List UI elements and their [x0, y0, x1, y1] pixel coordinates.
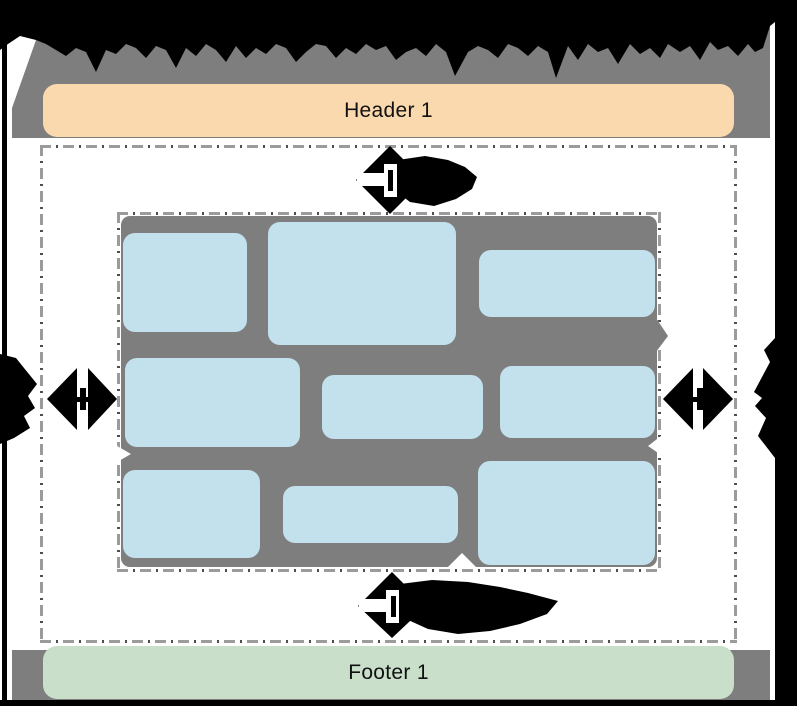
- left-spacing-arrow-icon: [47, 368, 117, 430]
- inner-dashed-border-right: [658, 212, 661, 572]
- header-bar: Header 1: [43, 84, 734, 137]
- top-spacing-arrow-icon: [356, 146, 477, 214]
- footer-label: Footer 1: [348, 660, 429, 684]
- inner-dashed-border-left: [117, 212, 120, 572]
- container-notch-right: [648, 436, 661, 455]
- container-bump-right: [656, 318, 668, 352]
- outer-dashed-border-bottom: [40, 640, 737, 643]
- inner-dashed-border-top: [117, 212, 661, 215]
- content-box-3: [479, 250, 655, 317]
- content-box-1: [123, 233, 247, 332]
- container-notch-bottom: [447, 553, 477, 568]
- footer-bar: Footer 1: [43, 646, 734, 699]
- bottom-spacing-arrow-icon: [358, 572, 558, 638]
- outer-dashed-border-left: [40, 145, 43, 643]
- content-box-5: [322, 375, 483, 439]
- header-label: Header 1: [344, 98, 433, 122]
- page-border-right: [775, 0, 797, 706]
- outer-dashed-border-top: [40, 145, 737, 148]
- content-box-9: [478, 461, 655, 565]
- content-box-6: [500, 366, 655, 438]
- content-box-4: [125, 358, 300, 447]
- container-notch-left: [117, 446, 131, 462]
- content-box-7: [123, 470, 260, 558]
- page-border-bottom: [0, 700, 797, 706]
- right-edge-label-blob: [754, 338, 775, 458]
- illegible-title-text: [0, 0, 797, 78]
- content-box-2: [268, 222, 456, 345]
- inner-dashed-border-bottom: [117, 569, 661, 572]
- outer-dashed-border-right: [734, 145, 737, 643]
- right-spacing-arrow-icon: [663, 368, 733, 430]
- left-edge-label-blob: [0, 354, 37, 444]
- content-box-8: [283, 486, 458, 543]
